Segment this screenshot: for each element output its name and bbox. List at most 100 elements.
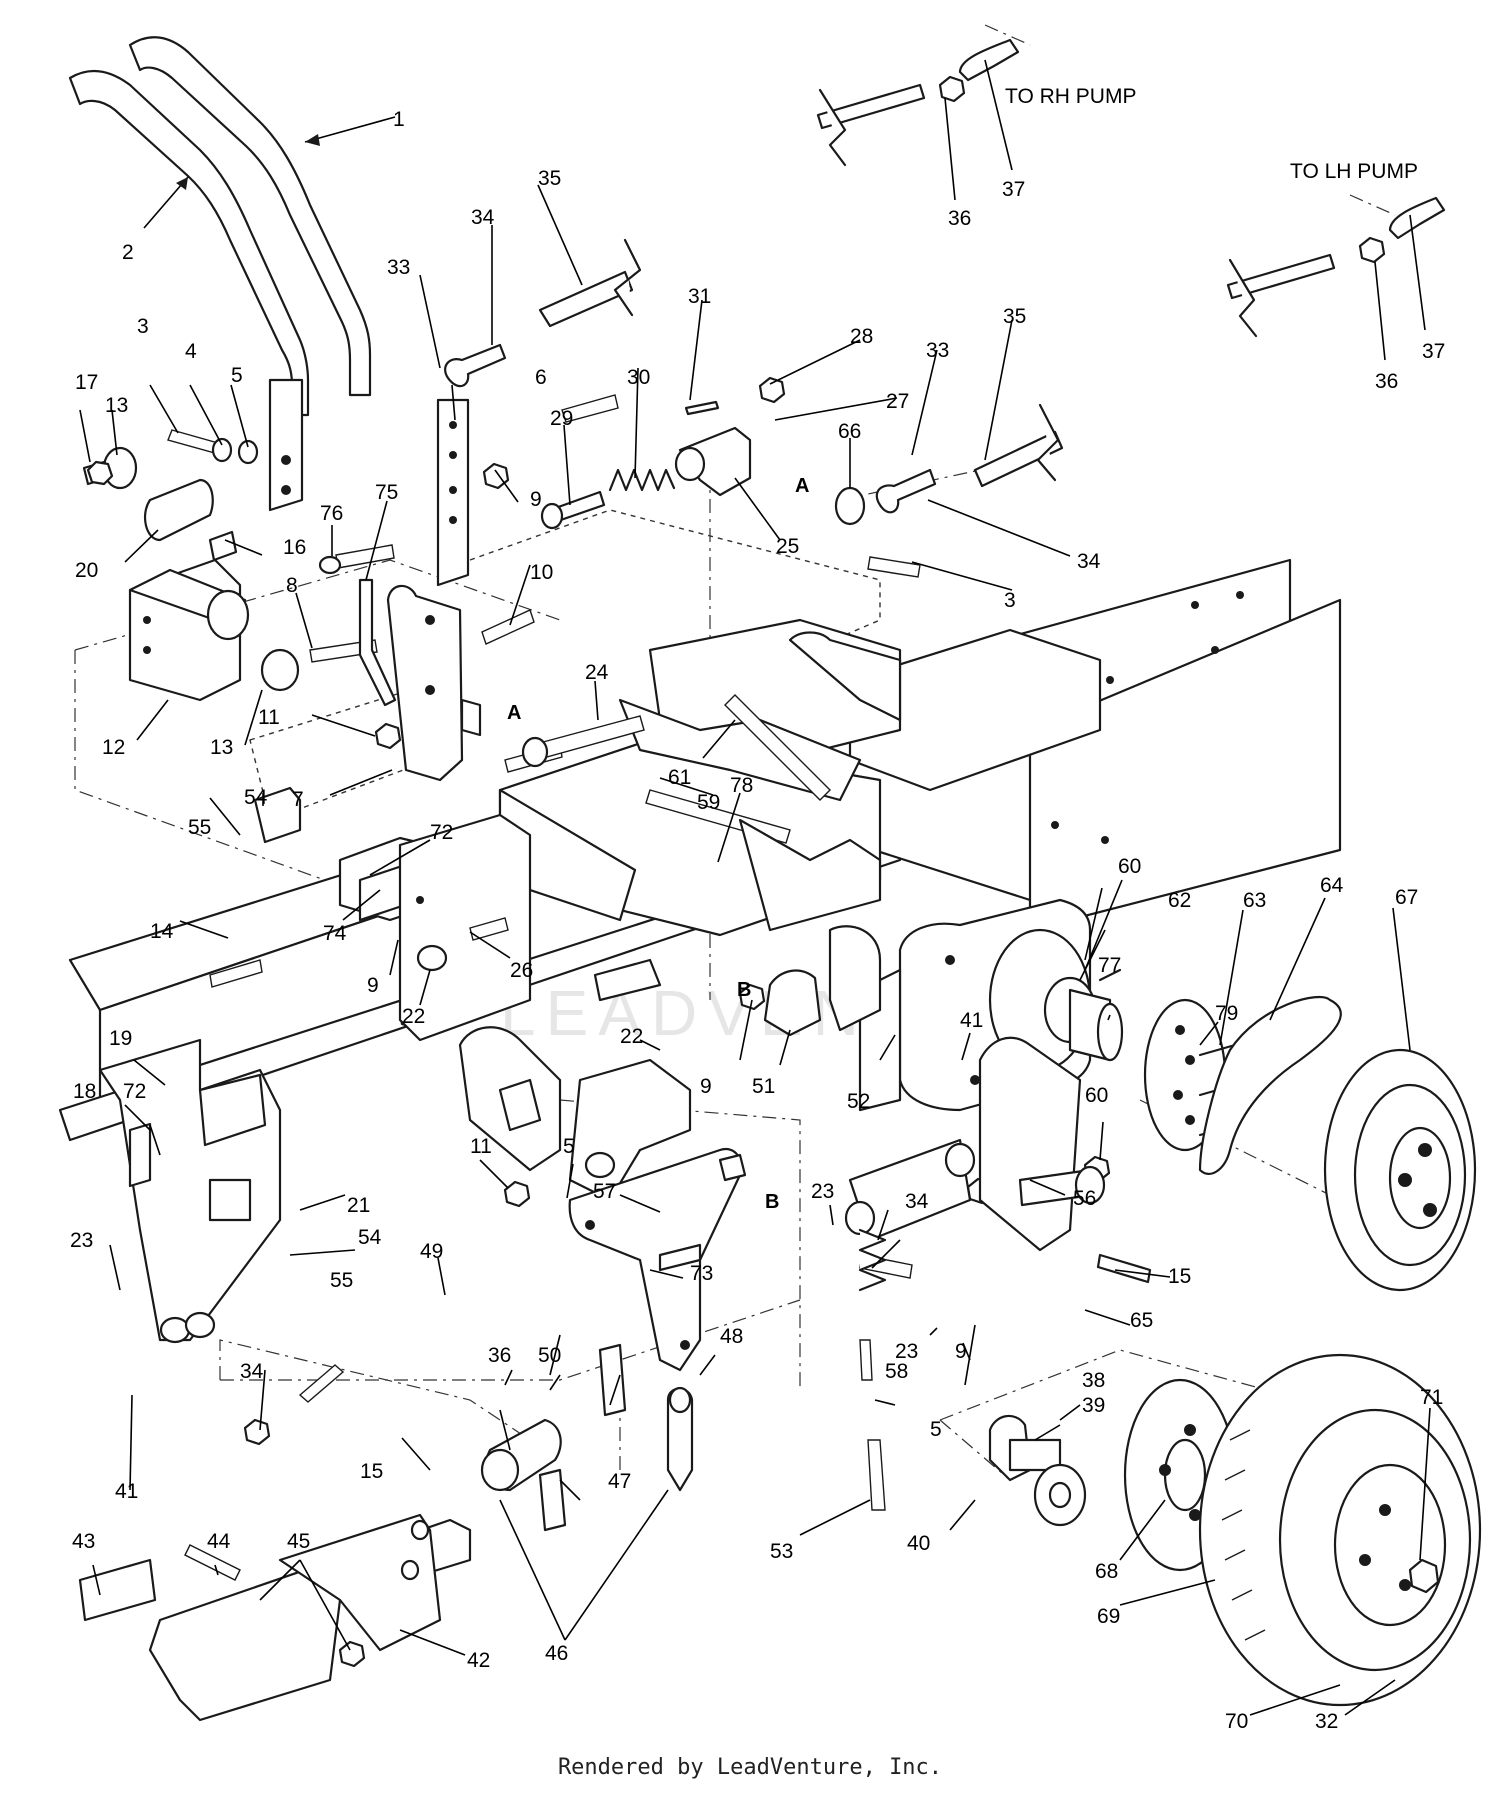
left-frame-bracket <box>98 1038 282 1344</box>
callout-label: 8 <box>286 574 298 597</box>
callout-label: 66 <box>838 420 861 443</box>
callout-label: 31 <box>688 285 711 308</box>
callout-label: 74 <box>323 922 347 945</box>
callout-label: 51 <box>752 1075 775 1098</box>
callout-label: 63 <box>1243 889 1266 912</box>
callout-label: 32 <box>1315 1710 1338 1733</box>
callout-label: 68 <box>1095 1560 1118 1583</box>
callout-label: 58 <box>885 1360 908 1383</box>
callout-label: 60 <box>1085 1084 1108 1107</box>
callout-label: 18 <box>73 1080 96 1103</box>
callout-label: 3 <box>1004 589 1016 612</box>
callout-label: 41 <box>115 1480 138 1503</box>
callout-label: 4 <box>185 340 197 363</box>
leader-lines <box>79 59 1431 1716</box>
callout-label: 64 <box>1320 874 1344 897</box>
callout-label: 23 <box>70 1229 93 1252</box>
control-lever-assembly <box>318 398 482 782</box>
callout-label: 57 <box>593 1180 616 1203</box>
callout-label: 78 <box>730 774 753 797</box>
callout-label: 60 <box>1118 855 1141 878</box>
callout-label: 36 <box>1375 370 1398 393</box>
callout-label: 23 <box>811 1180 834 1203</box>
callout-label: 53 <box>770 1540 793 1563</box>
callout-label: 42 <box>467 1649 490 1672</box>
callout-label: 12 <box>102 736 125 759</box>
callout-label: 67 <box>1395 886 1418 909</box>
callout-label: 70 <box>1225 1710 1248 1733</box>
callout-label: 37 <box>1002 178 1025 201</box>
callout-label: 45 <box>287 1530 310 1553</box>
callout-label: 34 <box>1077 550 1101 573</box>
foot-pedal <box>78 1513 472 1722</box>
ref-letter-b-center: B <box>737 979 751 1001</box>
callout-label: 11 <box>470 1135 492 1158</box>
callout-label: 29 <box>550 407 573 430</box>
callout-label: 34 <box>905 1190 929 1213</box>
callout-label: 43 <box>72 1530 95 1553</box>
callout-label: 22 <box>402 1005 425 1028</box>
callout-label: 52 <box>847 1090 870 1113</box>
pivot-bracket-assembly <box>82 446 300 702</box>
callout-label: 24 <box>585 661 609 684</box>
rh-pump-note: TO RH PUMP <box>1005 85 1136 108</box>
callout-label: 9 <box>700 1075 712 1098</box>
callout-label: 34 <box>240 1360 264 1383</box>
callout-label: 54 <box>244 786 268 809</box>
control-handles <box>68 36 372 512</box>
wheel-motor-assembly <box>828 898 1477 1292</box>
callout-label: 56 <box>1073 1187 1096 1210</box>
callout-label: 59 <box>697 791 720 814</box>
axle-bracket <box>988 1414 1087 1527</box>
callout-label: 11 <box>258 706 280 729</box>
callout-label: 50 <box>538 1344 561 1367</box>
callout-label: 69 <box>1097 1605 1120 1628</box>
callout-label: 13 <box>105 394 128 417</box>
brake-linkage <box>844 1036 1152 1292</box>
callout-label: 55 <box>330 1269 353 1292</box>
callout-label: 22 <box>620 1025 643 1048</box>
callout-label: 15 <box>1168 1265 1191 1288</box>
callout-label: 26 <box>510 959 533 982</box>
callout-label: 13 <box>210 736 233 759</box>
callout-label: 79 <box>1215 1002 1238 1025</box>
callout-label: 10 <box>530 561 553 584</box>
callout-label: 65 <box>1130 1309 1153 1332</box>
callout-label: 3 <box>137 315 149 338</box>
callout-label: 9 <box>367 974 379 997</box>
callout-label: 34 <box>471 206 495 229</box>
spring-bracket <box>540 400 752 530</box>
center-brackets <box>458 958 822 1202</box>
lh-pump-note: TO LH PUMP <box>1290 160 1418 183</box>
callout-label: 20 <box>75 559 98 582</box>
callout-label: 30 <box>627 366 650 389</box>
callout-label: 49 <box>420 1240 443 1263</box>
callout-label: 9 <box>530 488 542 511</box>
ref-letter-a-right: A <box>795 475 809 497</box>
callout-label: 19 <box>109 1027 132 1050</box>
callout-label: 21 <box>347 1194 370 1217</box>
switch-bracket <box>253 786 532 1042</box>
callout-label: 46 <box>545 1642 568 1665</box>
callout-label: 55 <box>188 816 211 839</box>
callout-label: 23 <box>895 1340 918 1363</box>
callout-label: 35 <box>1003 305 1026 328</box>
callout-label: 75 <box>375 481 398 504</box>
callout-label: 25 <box>776 535 799 558</box>
callout-label: 7 <box>292 788 304 811</box>
pump-mount-bracket <box>498 618 902 937</box>
footer-credit: Rendered by LeadVenture, Inc. <box>557 1755 943 1780</box>
callout-label: 61 <box>668 766 691 789</box>
callout-label: 72 <box>430 821 453 844</box>
callout-label: 47 <box>608 1470 631 1493</box>
callout-label: 5 <box>563 1135 575 1158</box>
callout-numbers: 1 2 3 4 5 17 13 20 16 12 13 8 76 75 11 7… <box>70 108 1445 1733</box>
caster-wheel <box>1123 1353 1482 1707</box>
callout-label: 2 <box>122 241 134 264</box>
callout-label: 33 <box>387 256 410 279</box>
callout-label: 39 <box>1082 1394 1105 1417</box>
callout-label: 1 <box>393 108 405 131</box>
callout-label: 35 <box>538 167 561 190</box>
callout-label: 54 <box>358 1226 382 1249</box>
